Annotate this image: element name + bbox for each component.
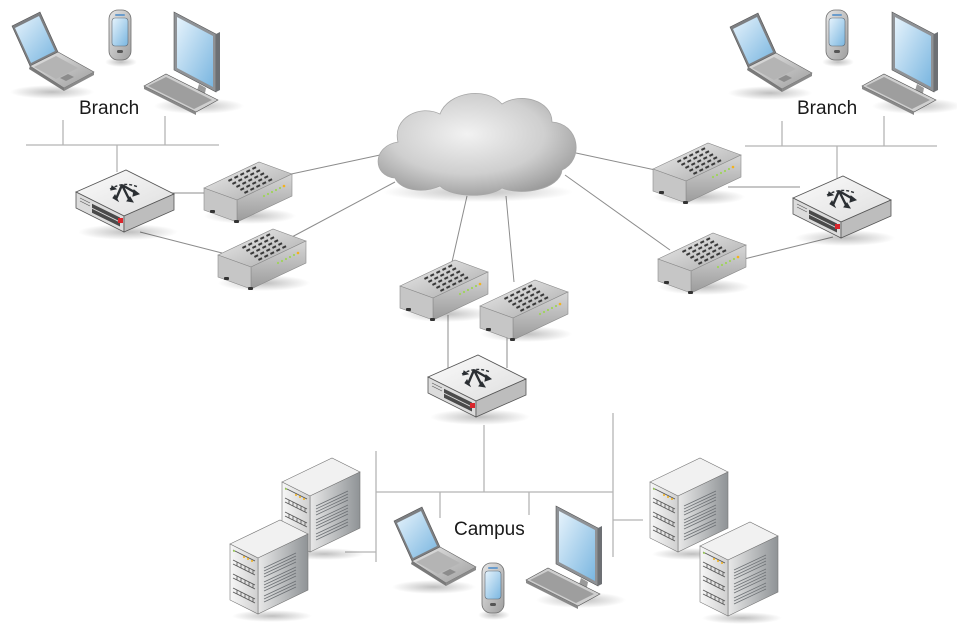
link-modem-c-1-cloud bbox=[451, 195, 468, 263]
switch-icon bbox=[74, 168, 180, 242]
site-label-branch-right: Branch bbox=[797, 98, 858, 119]
link-modem-bl-2-cloud bbox=[289, 181, 396, 239]
lan-bus-branch-right bbox=[745, 116, 937, 178]
mobile-phone-icon bbox=[477, 562, 511, 621]
site-label-campus: Campus bbox=[454, 519, 525, 540]
laptop-icon bbox=[9, 11, 95, 100]
modem-icon bbox=[217, 228, 311, 292]
switch-icon bbox=[426, 353, 532, 427]
modem-icon bbox=[657, 232, 751, 296]
modem-icon bbox=[399, 259, 493, 323]
mobile-phone-icon bbox=[821, 9, 855, 68]
lan-bus-branch-left bbox=[26, 116, 219, 172]
desktop-computer-icon bbox=[861, 11, 957, 116]
site-label-branch-left: Branch bbox=[79, 98, 140, 119]
link-modem-c-2-cloud bbox=[505, 195, 515, 283]
desktop-computer-icon bbox=[525, 505, 627, 610]
modem-icon bbox=[652, 142, 746, 206]
server-icon bbox=[699, 521, 783, 624]
modem-icon bbox=[203, 161, 297, 225]
switch-icon bbox=[791, 174, 897, 248]
link-modem-bl-1-cloud bbox=[281, 154, 381, 177]
laptop-icon bbox=[727, 12, 813, 101]
internet-cloud-icon bbox=[377, 93, 577, 202]
server-icon bbox=[229, 519, 313, 623]
mobile-phone-icon bbox=[104, 9, 138, 68]
link-modem-br-2-cloud bbox=[564, 174, 671, 251]
modem-icon bbox=[479, 279, 573, 343]
link-modem-br-1-cloud bbox=[575, 152, 661, 172]
desktop-computer-icon bbox=[143, 11, 245, 116]
